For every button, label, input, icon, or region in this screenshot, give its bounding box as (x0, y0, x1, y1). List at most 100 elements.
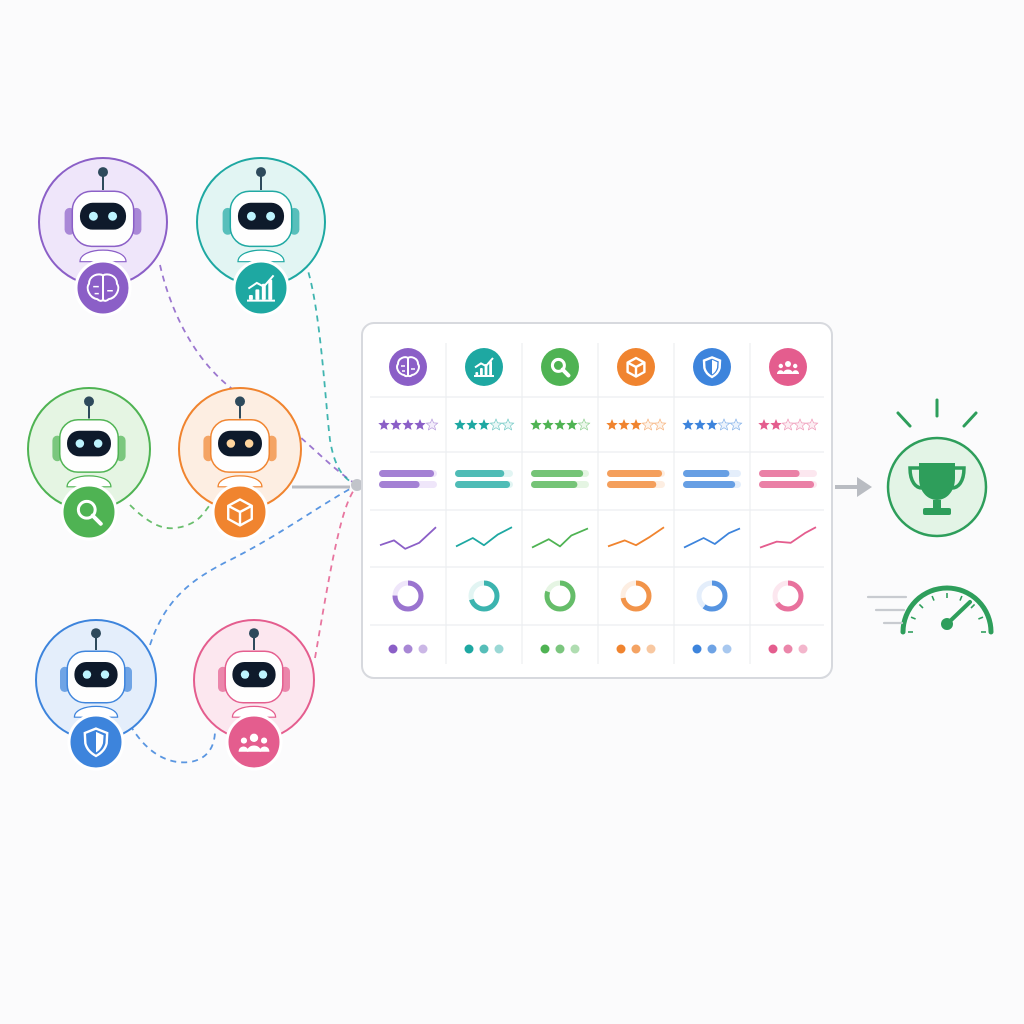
trend-line (531, 527, 589, 549)
table-frame (361, 322, 833, 679)
rating-star-empty (641, 418, 655, 431)
agent-security (35, 619, 157, 771)
agent-group (27, 157, 326, 771)
speedometer-icon (900, 585, 994, 635)
donut-arc (468, 580, 500, 612)
magnifier-lens (550, 357, 566, 373)
rating-star-filled (378, 419, 390, 430)
chart-bar (255, 289, 260, 300)
person-center-body (783, 369, 793, 374)
robot-antenna-tip (235, 396, 245, 407)
person-right-body (259, 746, 270, 752)
rating-star-empty (501, 418, 515, 431)
magnifier-handle (560, 367, 571, 378)
trophy-stem (933, 500, 941, 509)
robot-eye-right (266, 211, 276, 221)
robot-visor (74, 662, 118, 688)
pagination-dot (646, 644, 656, 654)
cube-icon (626, 356, 646, 378)
brain-right (407, 356, 420, 378)
rating-star-empty (805, 418, 819, 431)
robot-eye-right (93, 439, 103, 448)
robot-visor (79, 202, 127, 230)
rating-star-filled (618, 419, 630, 430)
rating-star-empty (577, 418, 591, 431)
rating-star-filled (478, 419, 490, 430)
agent-product (178, 387, 302, 541)
rating-star-filled (530, 419, 542, 430)
brain-folds (93, 285, 113, 295)
rating-star-filled (630, 419, 642, 430)
comparison-table (361, 322, 833, 679)
gauge-tick (918, 603, 924, 609)
pagination-dot (798, 644, 808, 654)
person-right-body (792, 370, 799, 374)
chart-bar (480, 368, 483, 376)
agent-community (193, 619, 315, 771)
agent-analytics (196, 157, 326, 317)
robot-body (79, 249, 127, 263)
agent-search (27, 387, 151, 541)
table-column-research (378, 348, 439, 654)
progress-fill (531, 470, 584, 477)
robot-eye-right (100, 670, 110, 679)
robot-antenna-tip (98, 167, 108, 178)
pagination-dot (692, 644, 702, 654)
pagination-dot (494, 644, 504, 654)
chart-bar (475, 372, 479, 376)
chart-bar (248, 295, 253, 300)
person-center-head (249, 733, 259, 742)
robot-body (73, 705, 119, 718)
magnifier-lens (76, 499, 97, 520)
connector-analytics (304, 261, 358, 486)
robot-eye-left (246, 211, 256, 221)
chart-bar (268, 279, 273, 300)
connector-search (129, 504, 211, 530)
magnifier-icon (76, 499, 103, 526)
progress-fill (531, 481, 578, 488)
bar-chart-icon (474, 357, 494, 377)
robot-visor (218, 430, 262, 457)
robot-body (217, 475, 263, 488)
sparkle-ray (962, 411, 978, 428)
gauge-tick (978, 616, 984, 620)
gauge-tick (970, 603, 976, 609)
pagination-dot (479, 644, 489, 654)
progress-fill (759, 481, 815, 488)
robot-body (66, 475, 112, 488)
shield-outline (702, 356, 722, 379)
table-column-analytics (454, 348, 515, 654)
chart-bar (261, 283, 266, 300)
cube-icon (227, 498, 253, 527)
brain-icon (86, 273, 120, 302)
progress-fill (683, 481, 736, 488)
trend-line (379, 526, 437, 550)
progress-fill (379, 481, 420, 488)
robot-antenna-tip (84, 396, 94, 407)
trophy-cup (919, 463, 955, 500)
pagination-dot (616, 644, 626, 654)
robot-antenna-tip (91, 628, 101, 639)
rating-star-filled (554, 419, 566, 430)
person-center-head (785, 361, 791, 367)
trophy-handles (908, 466, 966, 490)
gauge-tick (910, 616, 916, 620)
trophy-icon (908, 463, 966, 515)
pagination-dot (570, 644, 580, 654)
gauge-tick (931, 595, 935, 601)
progress-fill (455, 470, 505, 477)
robot-visor (67, 430, 111, 457)
brain-folds (401, 365, 415, 372)
pagination-dot (403, 644, 413, 654)
rating-star-filled (606, 419, 618, 430)
gauge-hub (941, 618, 953, 630)
people-icon (238, 733, 270, 752)
brain-left (396, 356, 409, 378)
donut-arc (772, 580, 804, 612)
robot-eye-left (88, 211, 98, 221)
output-arrow-head (857, 477, 872, 497)
robot-eye-right (108, 211, 118, 221)
column-header-badge (465, 348, 503, 386)
pagination-dot (418, 644, 428, 654)
